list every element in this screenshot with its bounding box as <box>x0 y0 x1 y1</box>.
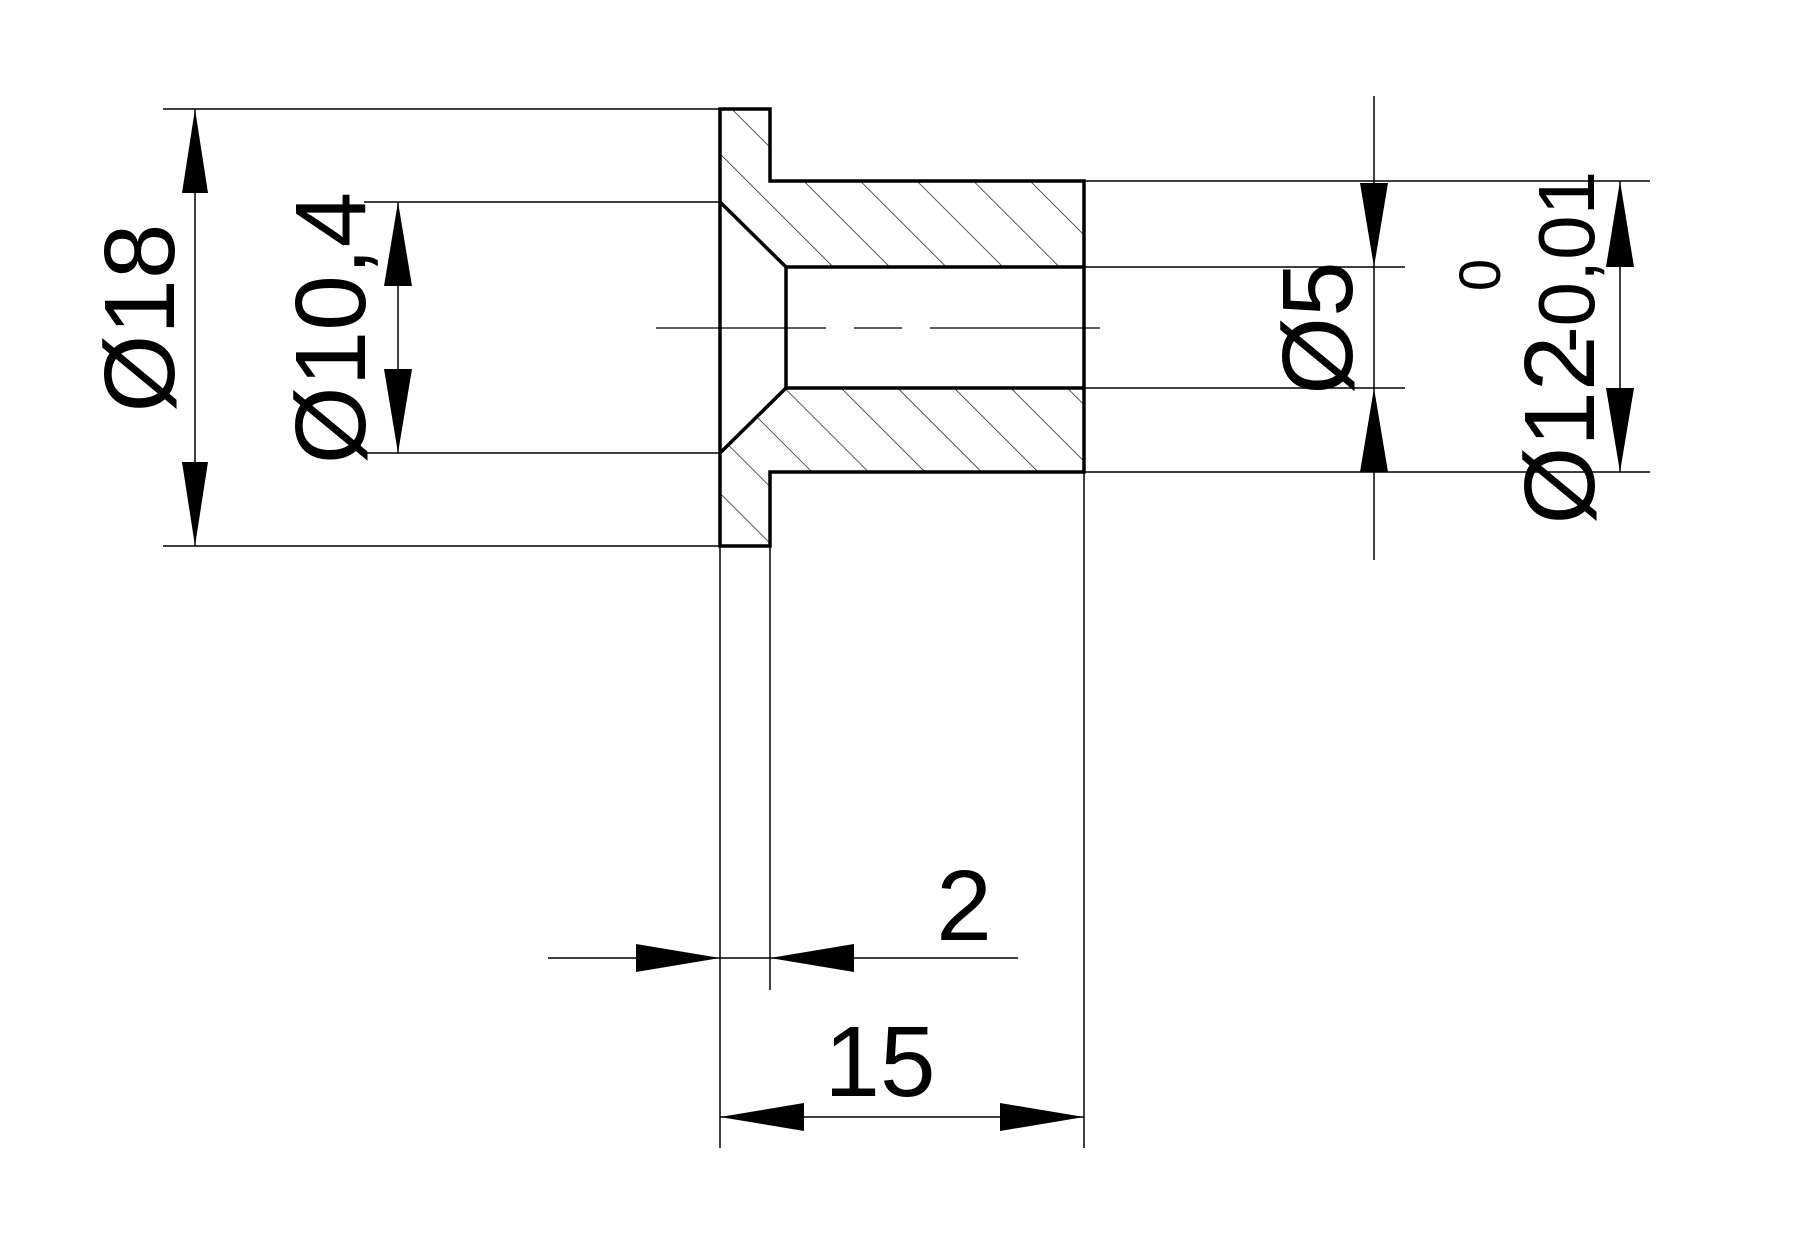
dim-text-d18: Ø18 <box>84 223 196 412</box>
dim-text-d5: Ø5 <box>1262 261 1374 394</box>
dim-text-d10-4: Ø10,4 <box>275 192 387 464</box>
hatch-upper <box>720 109 1084 267</box>
arrow-d12-bottom <box>1606 388 1634 472</box>
dim-text-flange-thickness: 2 <box>936 850 992 962</box>
arrow-d5-bottom <box>1360 388 1388 472</box>
dim-text-d12-upper-tolerance: 0 <box>1448 259 1513 291</box>
arrow-15-left <box>720 1103 804 1131</box>
arrow-d12-top <box>1606 181 1634 267</box>
dim-text-d12: Ø12 <box>1504 335 1616 524</box>
arrow-2-right <box>770 944 854 972</box>
dim-text-d12-lower-tolerance: -0,01 <box>1522 171 1611 353</box>
arrow-15-right <box>1000 1103 1084 1131</box>
arrowheads <box>182 109 1634 1131</box>
arrow-2-left <box>636 944 720 972</box>
dimension-texts: Ø18 Ø10,4 Ø5 Ø12 0 -0,01 2 15 <box>84 171 1616 1118</box>
dim-text-total-length: 15 <box>824 1006 935 1118</box>
part-section <box>656 107 1114 548</box>
arrow-d18-top <box>182 109 208 193</box>
arrow-d10-4-bottom <box>384 369 412 453</box>
arrow-d5-top <box>1360 183 1388 267</box>
arrow-d10-4-top <box>384 202 412 286</box>
arrow-d18-bottom <box>182 462 208 546</box>
hatch-lower <box>720 388 1084 546</box>
chamfer-bottom <box>718 386 788 455</box>
chamfer-top <box>718 200 788 269</box>
